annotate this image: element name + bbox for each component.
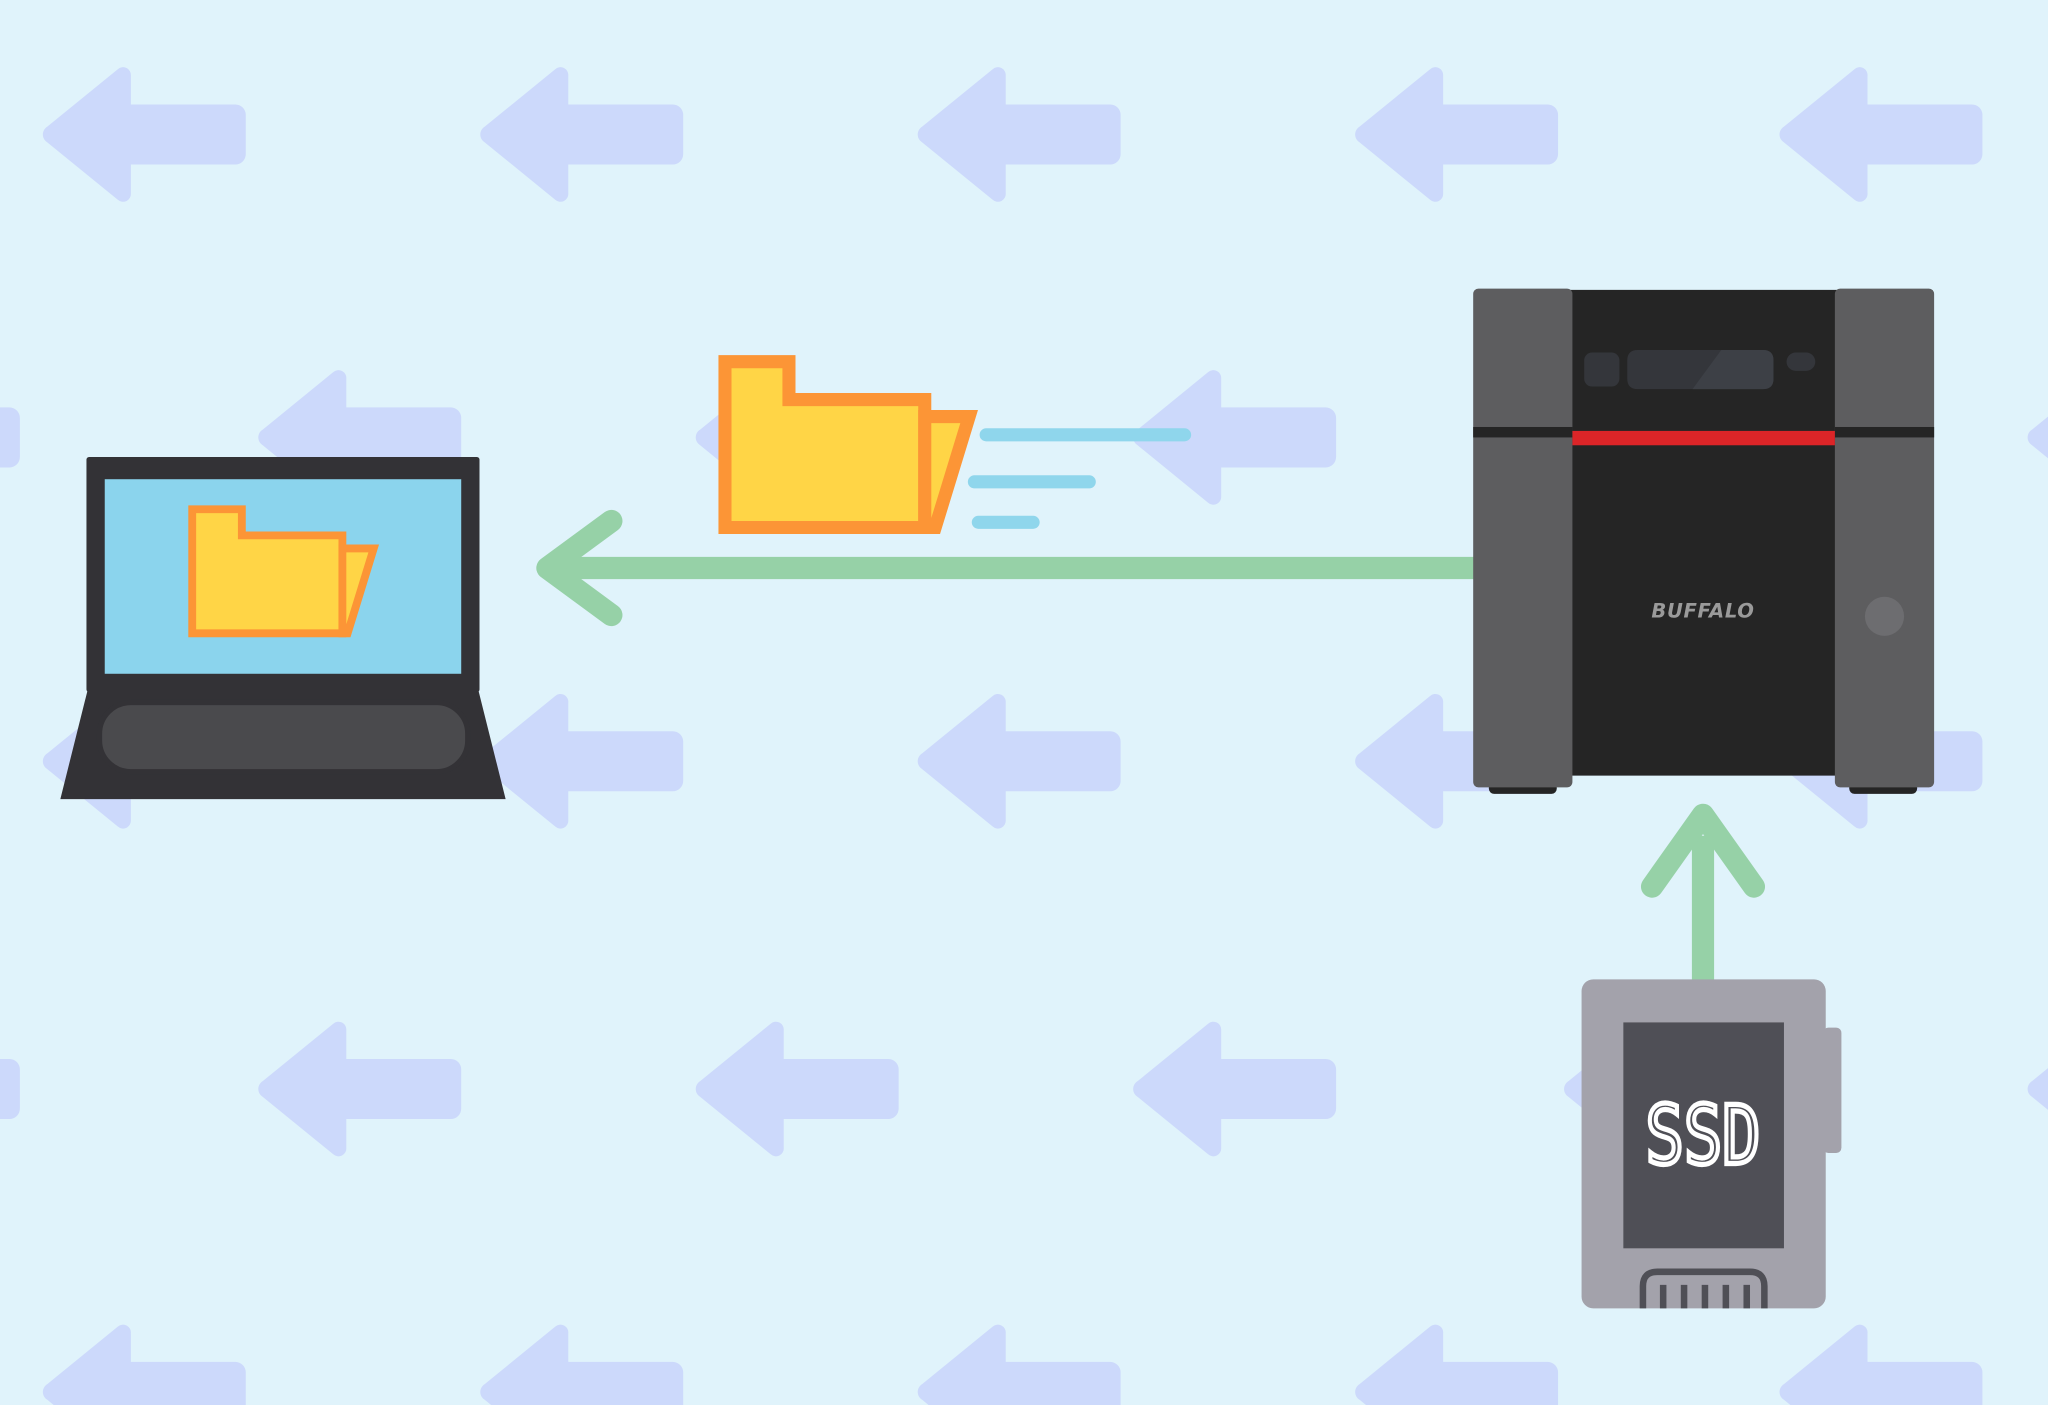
- motion-lines: [967, 428, 1192, 529]
- ssd-pin: [1701, 1284, 1709, 1309]
- arrow-head: [536, 509, 623, 627]
- folder-front-flap: [338, 544, 380, 638]
- ssd-label-panel: [1623, 1022, 1784, 1249]
- ssd-pin: [1722, 1284, 1730, 1309]
- ssd-connector-pins: [1659, 1284, 1751, 1309]
- ssd-pin: [1743, 1284, 1751, 1309]
- nas-left-led: [1584, 352, 1620, 387]
- transfer-arrow-ssd-to-nas: [1640, 803, 1766, 982]
- nas-right-led: [1786, 352, 1816, 371]
- nas-side-groove: [1834, 426, 1935, 438]
- ssd-side-tab: [1823, 1027, 1842, 1153]
- folder-icon: [188, 505, 380, 638]
- folder-icon: [718, 355, 978, 535]
- transfer-arrow-nas-to-laptop: [536, 509, 1476, 627]
- nas-power-button: [1864, 596, 1905, 636]
- folder-front-flap: [918, 410, 978, 535]
- nas-server-icon: BUFFALO: [1473, 288, 1935, 794]
- nas-right-side: [1834, 288, 1935, 788]
- folder-back: [188, 505, 347, 638]
- ssd-label-text: SSD: [1646, 1089, 1761, 1183]
- ssd-connector: [1639, 1268, 1768, 1309]
- folder-back: [718, 355, 932, 535]
- nas-left-side: [1473, 288, 1573, 788]
- nas-display-reflection: [1692, 349, 1774, 390]
- nas-side-groove: [1473, 426, 1573, 438]
- nas-red-stripe: [1572, 430, 1835, 446]
- arrow-head: [1640, 803, 1766, 898]
- ssd-pin: [1659, 1284, 1667, 1309]
- nas-brand-logo: BUFFALO: [1651, 600, 1754, 623]
- ssd-drive-icon: SSD: [1581, 979, 1842, 1309]
- laptop-keyboard: [96, 699, 471, 775]
- laptop-icon: [60, 457, 506, 800]
- ssd-pin: [1680, 1284, 1688, 1309]
